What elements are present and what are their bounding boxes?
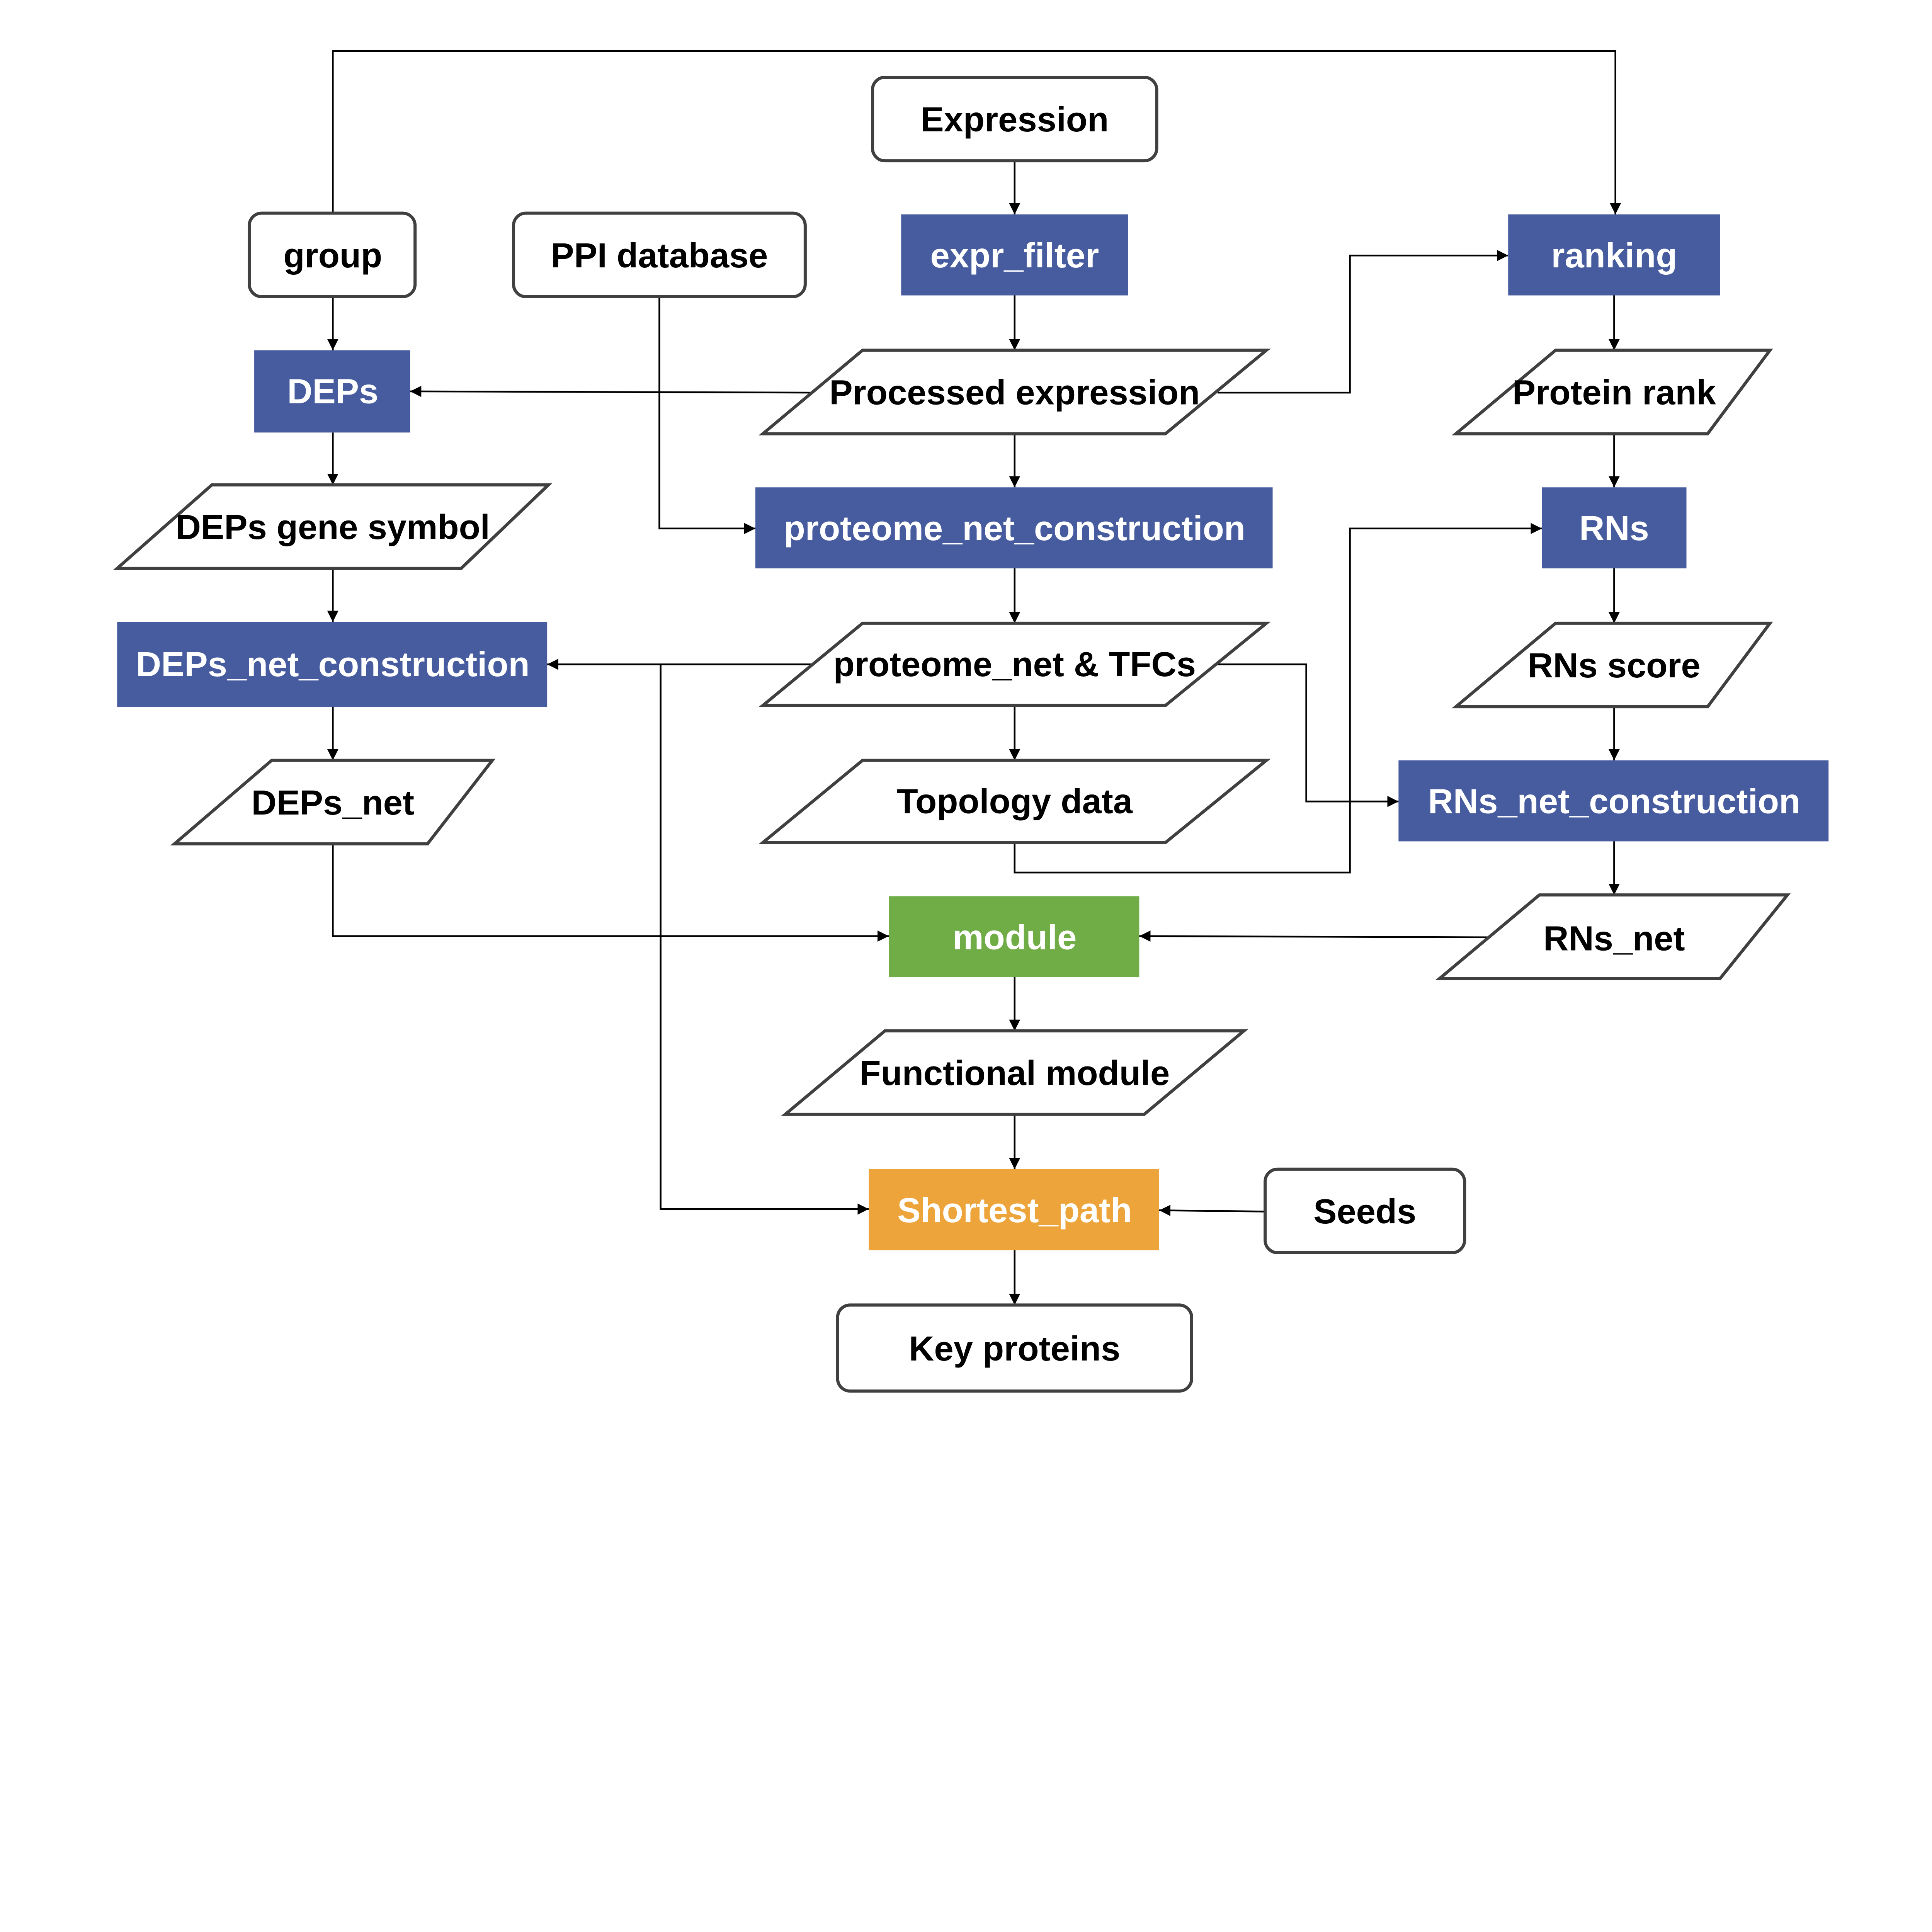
node-label: Expression [920,100,1109,139]
node-label: module [952,918,1077,957]
edge-rns-net-to-module [1139,930,1490,942]
node-label: Key proteins [909,1329,1120,1368]
node-deps-net: DEPs_net [170,759,496,845]
node-label: RNs score [1528,646,1701,685]
node-label: PPI database [551,236,768,275]
node-label: expr_filter [930,236,1099,275]
node-functional-module: Functional module [781,1029,1248,1116]
node-rns-net-construction: RNs_net_construction [1398,760,1829,842]
node-label: group [283,236,382,275]
node-label: DEPs gene symbol [176,508,490,547]
node-label: DEPs [287,372,378,411]
edge-processed-to-ranking [1218,250,1509,394]
node-label: DEPs_net_construction [136,645,530,684]
node-ranking: ranking [1508,214,1720,296]
node-deps-net-construction: DEPs_net_construction [117,622,548,707]
node-deps-gene-symbol: DEPs gene symbol [113,483,553,570]
edge-tfcs-to-rns-net-construction [1215,663,1399,807]
node-protein-rank: Protein rank [1451,349,1773,435]
edge-deps-net-to-module [332,844,889,942]
node-label: Topology data [897,782,1133,821]
node-label: proteome_net_construction [784,509,1245,548]
node-ppi-database: PPI database [512,211,807,298]
edge-tfcs-to-shortest-path [660,664,869,1215]
node-group: group [248,211,417,298]
edge-ppi-to-proteome-net [658,296,755,534]
node-label: Processed expression [829,373,1200,412]
node-proteome-net-tfcs: proteome_net & TFCs [758,621,1271,707]
node-key-proteins: Key proteins [836,1303,1193,1393]
node-expr-filter: expr_filter [901,214,1128,296]
edge-group-to-ranking [332,50,1621,214]
node-processed-expression: Processed expression [759,349,1271,435]
node-rns: RNs [1542,487,1687,568]
node-module: module [889,896,1139,978]
node-label: Protein rank [1512,373,1716,412]
node-label: RNs [1579,509,1649,548]
node-deps: DEPs [254,350,410,433]
node-label: DEPs_net [251,783,414,822]
node-label: RNs_net_construction [1428,782,1801,821]
node-seeds: Seeds [1264,1167,1466,1254]
edge-topology-to-rns [1014,523,1542,874]
workflow-diagram: Expression group PPI database Seeds Key … [113,50,1829,1393]
node-rns-score: RNs score [1451,621,1773,709]
node-label: Functional module [859,1054,1170,1093]
node-rns-net: RNs_net [1435,893,1791,980]
node-label: Shortest_path [897,1191,1132,1230]
edge-seeds-to-shortest-path [1159,1205,1265,1216]
node-shortest-path: Shortest_path [869,1169,1159,1250]
node-label: Seeds [1313,1192,1416,1231]
node-label: ranking [1551,236,1677,275]
edge-processed-to-deps [410,386,813,397]
node-topology-data: Topology data [758,759,1271,844]
node-expression: Expression [871,75,1158,163]
node-label: RNs_net [1543,919,1685,958]
edges [327,50,1621,1305]
node-label: proteome_net & TFCs [833,645,1196,684]
node-proteome-net-construction: proteome_net_construction [755,487,1273,568]
